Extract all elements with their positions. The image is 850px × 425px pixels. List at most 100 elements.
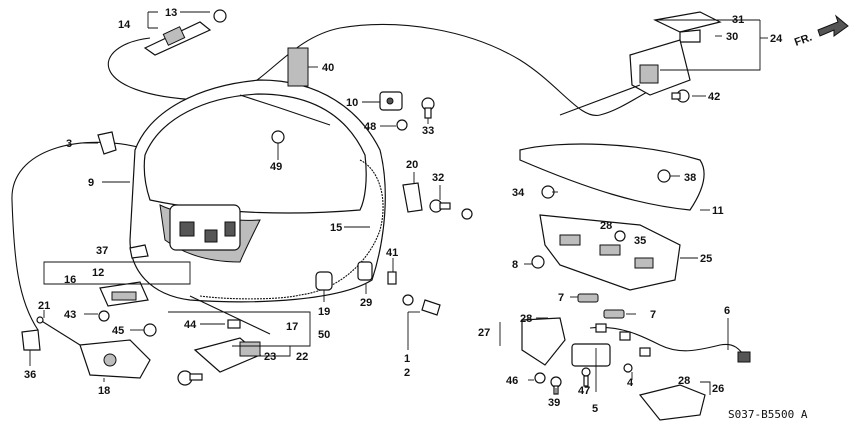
callout-26: 26 <box>712 383 724 395</box>
callout-39: 39 <box>548 397 560 409</box>
bolt-43 <box>98 310 110 322</box>
bumper-19 <box>315 271 333 291</box>
callout-50: 50 <box>318 329 330 341</box>
callout-10: 10 <box>346 97 358 109</box>
callout-33: 33 <box>422 125 434 137</box>
clip-49 <box>271 130 285 158</box>
callout-15: 15 <box>330 222 342 234</box>
callout-28c: 28 <box>678 375 690 387</box>
clip-36 <box>21 329 41 351</box>
bracket-10 <box>379 91 403 111</box>
rod-17 <box>189 295 271 335</box>
callout-45: 45 <box>112 325 124 337</box>
callout-31: 31 <box>732 14 744 26</box>
callout-18: 18 <box>98 385 110 397</box>
callout-22: 22 <box>296 351 308 363</box>
tailgate-panel <box>129 79 386 303</box>
callout-41: 41 <box>386 247 398 259</box>
callout-47: 47 <box>578 385 590 397</box>
bolt-45 <box>143 323 157 337</box>
latch-18 <box>79 339 151 379</box>
lock-cylinder-22 <box>177 337 262 386</box>
callout-11: 11 <box>712 205 724 217</box>
screw-46 <box>534 372 546 384</box>
bolt-32 <box>429 199 451 213</box>
callout-9: 9 <box>88 177 94 189</box>
front-direction-label: FR. <box>793 31 814 48</box>
callout-13: 13 <box>165 7 177 19</box>
diagram-part-code: S037-B5500 A <box>728 408 808 421</box>
callout-2: 2 <box>404 367 410 379</box>
garnish-25 <box>539 214 681 291</box>
callout-38: 38 <box>684 172 696 184</box>
callout-32: 32 <box>432 172 444 184</box>
license-light-26 <box>638 384 706 421</box>
callout-25: 25 <box>700 253 712 265</box>
callout-24: 24 <box>770 33 783 45</box>
lens-7b <box>603 309 625 319</box>
callout-40: 40 <box>322 62 334 74</box>
harness-connectors <box>595 323 751 363</box>
callout-17: 17 <box>286 321 298 333</box>
callout-34: 34 <box>512 187 525 199</box>
clip-8 <box>531 255 545 269</box>
callout-5: 5 <box>592 403 598 415</box>
callout-28a: 28 <box>600 220 612 232</box>
callout-8: 8 <box>512 259 518 271</box>
callout-29: 29 <box>360 297 372 309</box>
cover-20 <box>402 182 423 213</box>
callout-49: 49 <box>270 161 282 173</box>
bumper-29 <box>357 261 373 281</box>
bumper-3 <box>97 131 117 155</box>
callout-27: 27 <box>478 327 490 339</box>
clip-4 <box>623 363 633 373</box>
callout-35: 35 <box>634 235 646 247</box>
latch-rod <box>559 84 641 116</box>
pad-40 <box>287 47 309 87</box>
callout-7b: 7 <box>650 309 656 321</box>
license-light-27 <box>521 317 566 366</box>
bolt-44 <box>227 319 241 329</box>
spoiler-11 <box>519 143 705 211</box>
callout-37: 37 <box>96 245 108 257</box>
clip-35 <box>614 230 626 242</box>
callout-42: 42 <box>708 91 720 103</box>
callout-3: 3 <box>66 138 72 150</box>
weatherstrip <box>199 159 384 300</box>
callout-44: 44 <box>184 319 197 331</box>
callout-16: 16 <box>64 274 76 286</box>
wire-harness-6 <box>589 326 749 361</box>
front-direction-arrow <box>817 14 849 37</box>
cover-37 <box>129 244 149 259</box>
cable-21 <box>36 316 81 346</box>
bolt-33 <box>421 97 435 119</box>
clip-38 <box>657 169 671 183</box>
callout-43: 43 <box>64 309 76 321</box>
callout-1: 1 <box>404 353 410 365</box>
bolt-41 <box>387 271 397 285</box>
gas-stay <box>402 208 473 316</box>
callout-4: 4 <box>627 377 634 389</box>
lock-cylinder-13 <box>143 9 227 56</box>
callout-12: 12 <box>92 267 104 279</box>
callout-19: 19 <box>318 306 330 318</box>
handle-12 <box>99 281 149 307</box>
callout-30: 30 <box>726 31 738 43</box>
latch-assembly <box>629 11 722 96</box>
callout-14: 14 <box>118 19 131 31</box>
callout-7a: 7 <box>558 292 564 304</box>
screw-47 <box>581 367 591 387</box>
lens-7a <box>577 293 599 303</box>
callout-23: 23 <box>264 351 276 363</box>
callout-labels: 13 14 40 10 48 33 3 49 9 20 32 15 41 29 … <box>24 7 783 415</box>
callout-21: 21 <box>38 300 50 312</box>
callout-36: 36 <box>24 369 36 381</box>
callout-46: 46 <box>506 375 518 387</box>
bolt-42 <box>671 89 690 103</box>
release-cable-lower <box>11 141 151 331</box>
callout-28b: 28 <box>520 313 532 325</box>
clip-48 <box>396 119 408 131</box>
callout-20: 20 <box>406 159 418 171</box>
